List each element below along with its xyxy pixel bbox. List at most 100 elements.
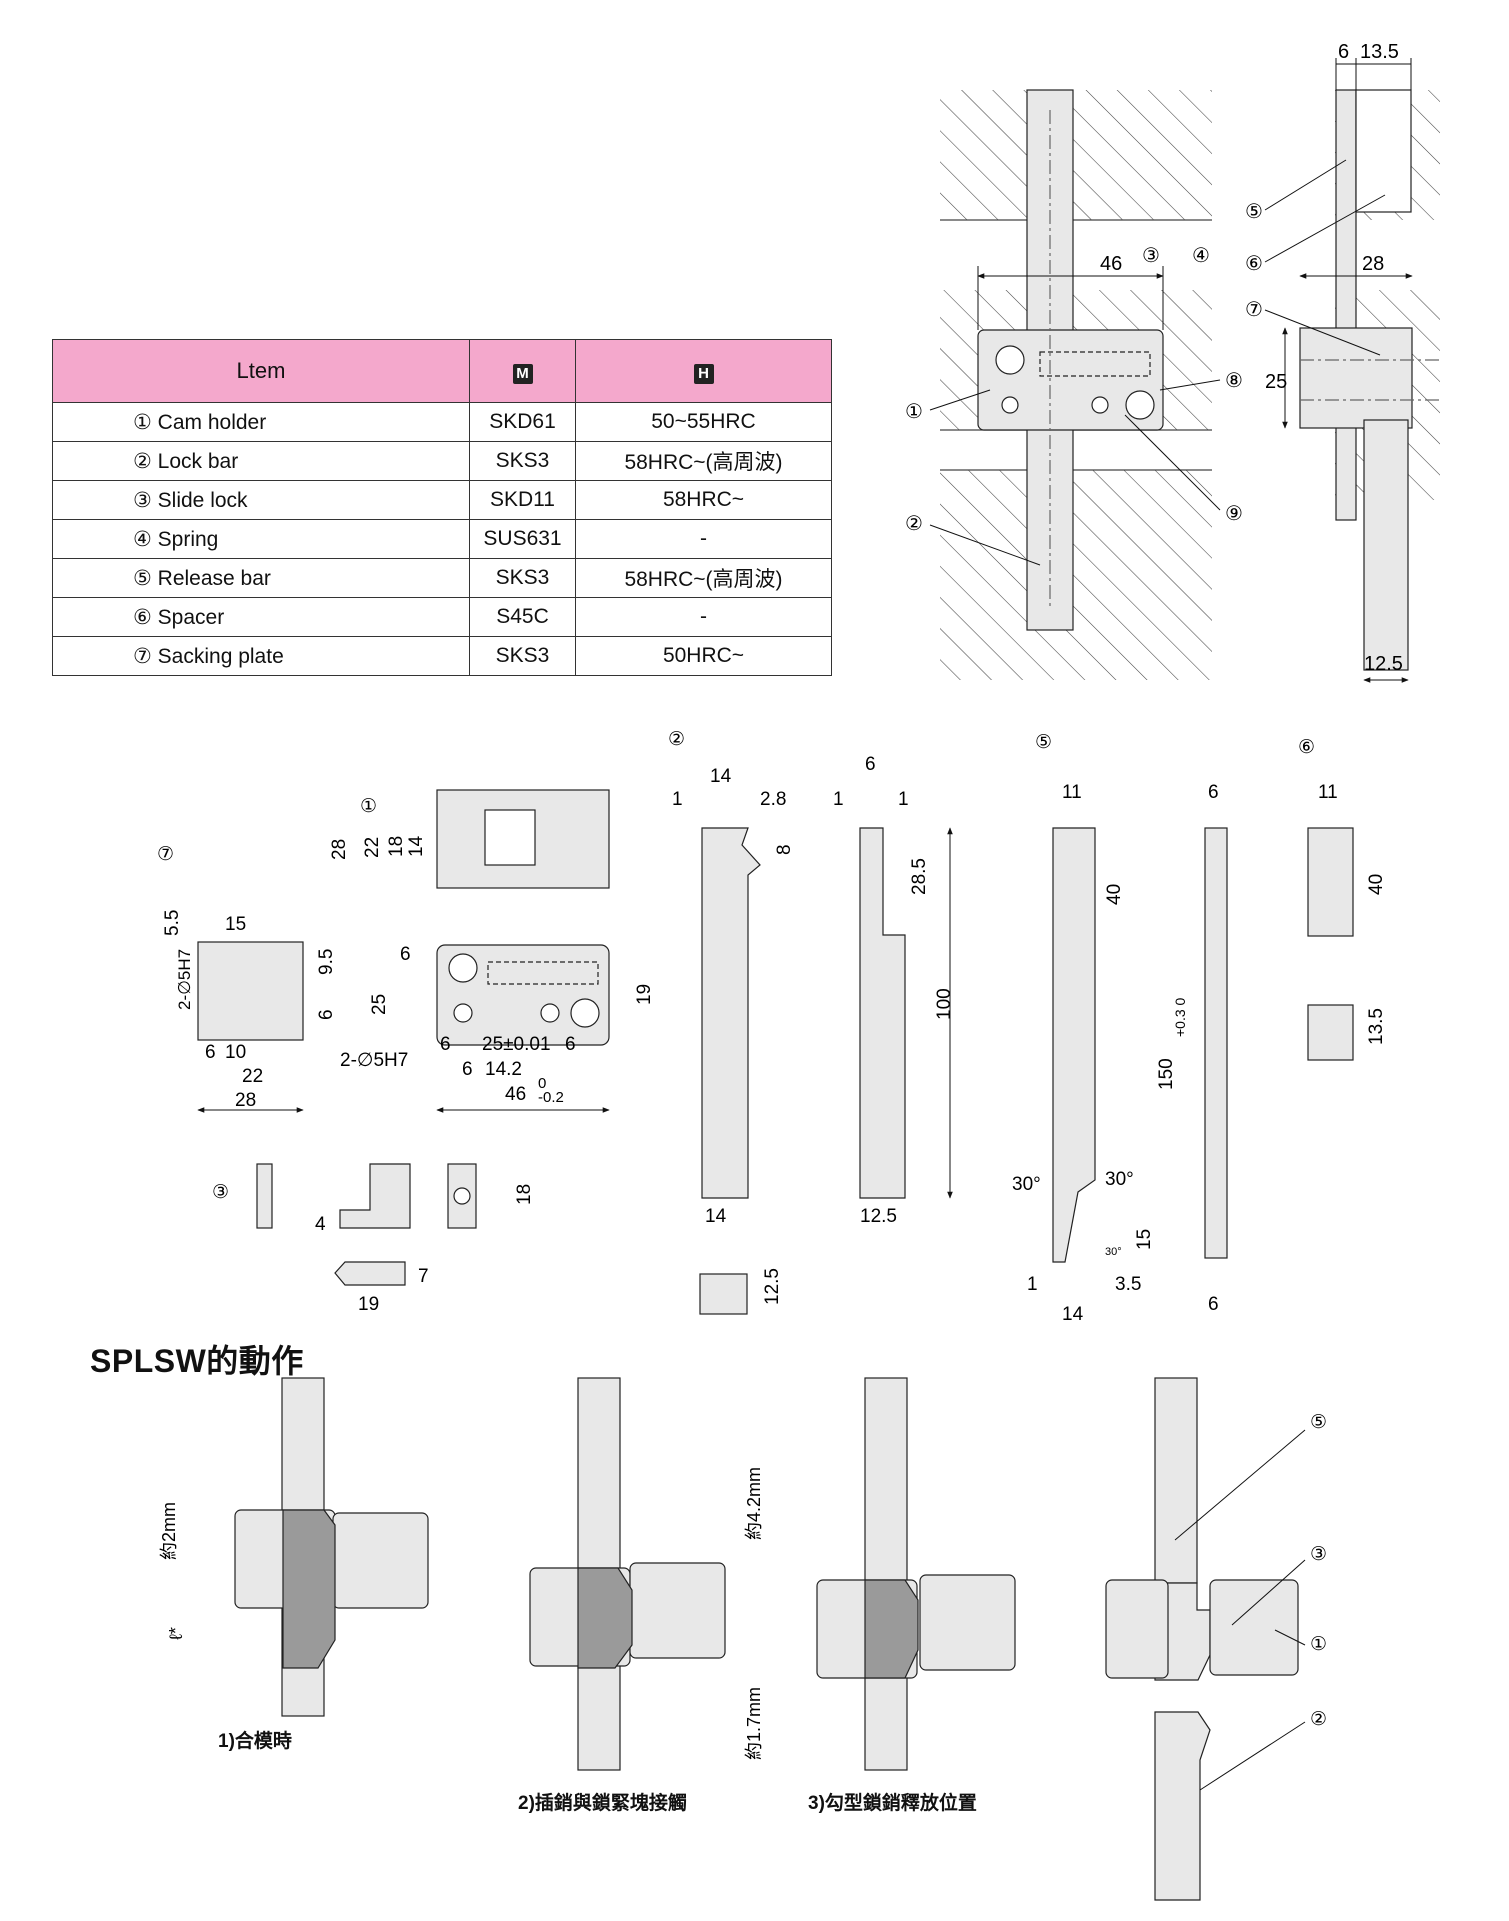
dim-5-5-plate: 5.5 [162, 910, 183, 936]
marker-7-part: ⑦ [157, 844, 174, 865]
assembly-front-dims: 46 ③ ④ ① ⑧ ⑨ ② [905, 245, 1243, 566]
dim-12-5-lockbar: 12.5 [762, 1268, 783, 1305]
part-cam-holder [436, 789, 610, 1046]
marker-7-side: ⑦ [1245, 299, 1263, 321]
tol-150-release: +0.3 0 [1172, 997, 1188, 1037]
dim-2phi5-plate: 2-∅5H7 [175, 949, 194, 1010]
assembly-side-view [1299, 89, 1440, 671]
item-cell: ⑦ Sacking plate [52, 636, 470, 676]
dim-22-holder: 22 [362, 837, 383, 858]
dim-14-2-holder: 14.2 [485, 1059, 522, 1080]
material-cell: SKS3 [469, 441, 576, 481]
dim-28-plate: 28 [235, 1090, 256, 1111]
dim-14-lockbar: 14 [710, 766, 732, 787]
dim-30deg-left: 30° [1012, 1174, 1041, 1195]
dim-15-plate: 15 [225, 914, 246, 935]
dim-6-holder-c: 6 [565, 1034, 576, 1055]
dim-28-5-lockbar: 28.5 [909, 858, 930, 895]
dim-6-holder-d: 6 [462, 1059, 473, 1080]
hardness-cell: 58HRC~(高周波) [575, 558, 832, 598]
h-badge: H [693, 364, 714, 384]
dim-12-5-lockbar-b: 12.5 [860, 1206, 897, 1227]
marker-3-op: ③ [1310, 1544, 1327, 1565]
marker-3-top: ③ [1142, 245, 1160, 267]
marker-1-op: ① [1310, 1634, 1327, 1655]
dim-13-5-side: 13.5 [1360, 41, 1399, 63]
dim-13-5-spacer: 13.5 [1366, 1008, 1387, 1045]
marker-9-top: ⑨ [1225, 503, 1243, 525]
dim-1-lockbar-c: 1 [898, 789, 909, 810]
table-header-row: Ltem M H [52, 339, 832, 403]
dim-2-8-lockbar: 2.8 [760, 789, 786, 810]
dim-18-slide: 18 [514, 1184, 535, 1205]
caption-step2: 2)插銷與鎖緊塊接觸 [518, 1793, 687, 1814]
dim-28-holder: 28 [329, 839, 350, 860]
dim-19-slide: 19 [358, 1294, 379, 1315]
dim-7-slide: 7 [418, 1266, 429, 1287]
caption-step1: 1)合模時 [218, 1731, 292, 1752]
material-cell: SKD61 [469, 402, 576, 442]
dim-2phi5-holder: 2-∅5H7 [340, 1050, 408, 1071]
dim-3-5-release: 3.5 [1115, 1274, 1141, 1295]
dim-30deg-small: 30° [1105, 1246, 1122, 1258]
hardness-cell: 50~55HRC [575, 402, 832, 442]
dim-40-spacer: 40 [1366, 874, 1387, 895]
dim-12-5-side: 12.5 [1364, 653, 1403, 675]
dim-6-holder-b: 6 [440, 1034, 451, 1055]
marker-6-side: ⑥ [1245, 253, 1263, 275]
hardness-cell: - [575, 519, 832, 559]
col-hardness-header: H [575, 339, 832, 403]
part-spacer: ⑥ 11 40 13.5 [1298, 737, 1387, 1061]
ell-label: ℓ* [166, 1627, 186, 1640]
dim-22-plate: 22 [242, 1066, 263, 1087]
approx-2mm: 約2mm [159, 1502, 179, 1560]
approx-4-2mm: 約4.2mm [744, 1467, 764, 1540]
col-item-header: Ltem [52, 339, 470, 403]
cam-holder-dims: ① 28 22 18 14 6 25 19 2-∅5H7 6 25±0.01 6… [329, 796, 655, 1113]
marker-4-top: ④ [1192, 245, 1210, 267]
dim-15-release: 15 [1134, 1229, 1155, 1250]
dim-100-lockbar: 100 [934, 988, 955, 1020]
dim-8-lockbar: 8 [774, 844, 795, 855]
dim-6-release: 6 [1208, 782, 1219, 803]
assembly-side-dims: 6 13.5 28 25 12.5 ⑤ ⑥ ⑦ [1245, 41, 1413, 683]
dim-46-holder: 46 [505, 1084, 526, 1105]
tol-m02-holder: -0.2 [538, 1089, 564, 1106]
dim-4-slide: 4 [315, 1214, 326, 1235]
marker-6-part: ⑥ [1298, 737, 1315, 758]
part-lock-bar: ② 14 1 2.8 8 14 12.5 6 1 1 28.5 100 12.5 [668, 729, 955, 1315]
item-cell: ② Lock bar [52, 441, 470, 481]
dim-18-holder: 18 [386, 836, 407, 857]
dim-25tol-holder: 25±0.01 [482, 1034, 551, 1055]
dim-6-lockbar: 6 [865, 754, 876, 775]
dim-11-release: 11 [1062, 782, 1082, 803]
dim-6-release-b: 6 [1208, 1294, 1219, 1315]
dim-19-holder: 19 [634, 984, 655, 1005]
marker-1-part: ① [360, 796, 377, 817]
material-cell: S45C [469, 597, 576, 637]
dim-6-plate-b: 6 [205, 1042, 216, 1063]
assembly-front-view [940, 89, 1212, 680]
marker-2-op: ② [1310, 1709, 1327, 1730]
operation-sequence: 約2mm ℓ* 約4.2mm 約1.7mm ⑤ ③ ① ② [159, 1377, 1327, 1901]
dim-40-release: 40 [1104, 884, 1125, 905]
item-cell: ⑤ Release bar [52, 558, 470, 598]
dim-6-holder: 6 [400, 944, 411, 965]
dim-14-holder: 14 [406, 835, 427, 857]
tol-0-holder: 0 [538, 1075, 546, 1092]
m-badge: M [512, 364, 533, 384]
section-title: SPLSW的動作 [90, 1343, 304, 1379]
part-release-bar: ⑤ 11 40 150 +0.3 0 30° 30° 30° 15 1 3.5 … [1012, 732, 1228, 1325]
marker-2-top: ② [905, 513, 923, 535]
marker-8-top: ⑧ [1225, 370, 1243, 392]
dim-6-plate: 6 [316, 1009, 337, 1020]
dim-1-lockbar-b: 1 [833, 789, 844, 810]
item-cell: ③ Slide lock [52, 480, 470, 520]
